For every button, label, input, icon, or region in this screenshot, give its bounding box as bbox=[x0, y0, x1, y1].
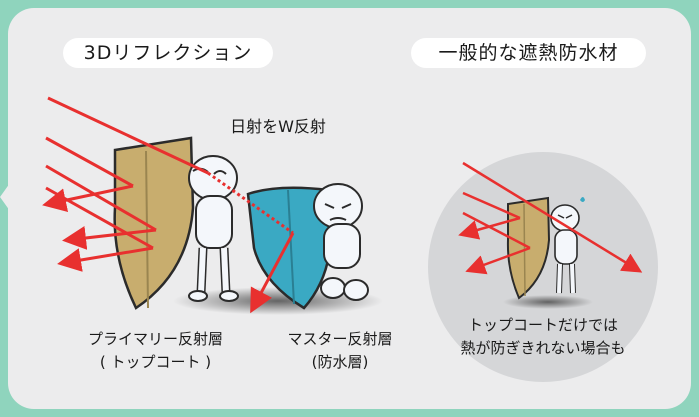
solar-rays-left bbox=[42, 96, 295, 314]
illustration-canvas bbox=[42, 96, 643, 315]
caption-topcoat-only: トップコートだけでは bbox=[467, 316, 618, 334]
blue-shield bbox=[246, 186, 332, 310]
right-scene bbox=[458, 161, 643, 309]
label-primary-layer: プライマリー反射層 bbox=[87, 330, 223, 348]
main-panel: 3Dリフレクション 一般的な遮熱防水材 bbox=[0, 8, 691, 409]
section-title-general-material: 一般的な遮熱防水材 bbox=[411, 38, 646, 68]
section-title-3d-reflection: 3Dリフレクション bbox=[63, 38, 273, 68]
left-scene bbox=[42, 96, 383, 315]
label-master-layer-sub: (防水層) bbox=[311, 353, 369, 371]
caption-heat-not-blocked: 熱が防ぎきれない場合も bbox=[460, 339, 626, 357]
label-master-layer: マスター反射層 bbox=[287, 330, 393, 348]
solar-rays-right bbox=[458, 161, 643, 275]
sweat-drop-icon bbox=[580, 197, 585, 202]
tan-shield bbox=[113, 136, 195, 310]
caption-w-reflection: 日射をW反射 bbox=[230, 117, 326, 136]
floor-shadow-right bbox=[503, 295, 593, 309]
speech-tail bbox=[0, 183, 10, 211]
character-right bbox=[313, 183, 369, 301]
label-primary-layer-sub: ( トップコート ) bbox=[99, 353, 212, 371]
character-small bbox=[550, 197, 585, 294]
